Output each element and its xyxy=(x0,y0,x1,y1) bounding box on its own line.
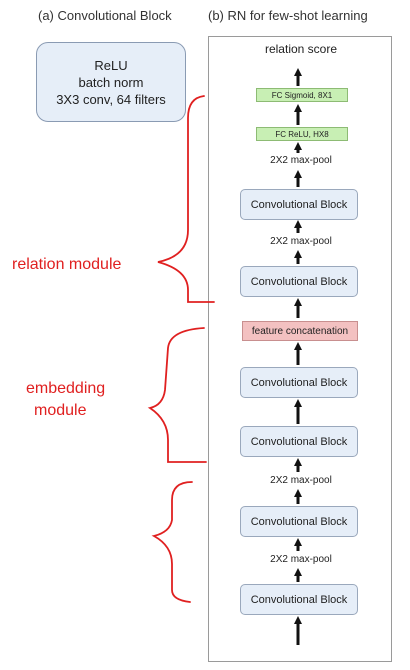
embedding-annotation-line1: embedding xyxy=(26,380,106,397)
embedding-module-brace-bottom xyxy=(151,481,193,603)
relation-module-brace xyxy=(157,95,215,303)
maxpool-label-mid: 2X2 max-pool xyxy=(270,236,332,247)
fc-relu-layer: FC ReLU, HX8 xyxy=(256,127,348,141)
feature-concatenation-layer: feature concatenation xyxy=(242,321,358,341)
maxpool-label-embed-1: 2X2 max-pool xyxy=(270,554,332,565)
caption-rn-few-shot: (b) RN for few-shot learning xyxy=(208,8,368,23)
conv-block-relation-1: Convolutional Block xyxy=(240,189,358,220)
relation-module-annotation: relation module xyxy=(12,256,122,273)
relation-score-label: relation score xyxy=(264,42,338,56)
conv-block-embed-4: Convolutional Block xyxy=(240,367,358,398)
legend-line-batch-norm: batch norm xyxy=(78,74,144,90)
conv-block-embed-3: Convolutional Block xyxy=(240,426,358,457)
fc-sigmoid-layer: FC Sigmoid, 8X1 xyxy=(256,88,348,102)
caption-convolutional-block: (a) Convolutional Block xyxy=(38,8,172,23)
legend-line-relu: ReLU xyxy=(94,57,128,73)
legend-line-conv: 3X3 conv, 64 filters xyxy=(56,91,166,107)
conv-block-embed-2: Convolutional Block xyxy=(240,506,358,537)
embedding-module-brace-top xyxy=(147,327,207,463)
maxpool-label-embed-2: 2X2 max-pool xyxy=(270,475,332,486)
maxpool-label-top: 2X2 max-pool xyxy=(270,155,332,166)
embedding-annotation-line2: module xyxy=(34,402,87,419)
conv-block-legend: ReLU batch norm 3X3 conv, 64 filters xyxy=(36,42,186,122)
conv-block-embed-1: Convolutional Block xyxy=(240,584,358,615)
conv-block-relation-2: Convolutional Block xyxy=(240,266,358,297)
